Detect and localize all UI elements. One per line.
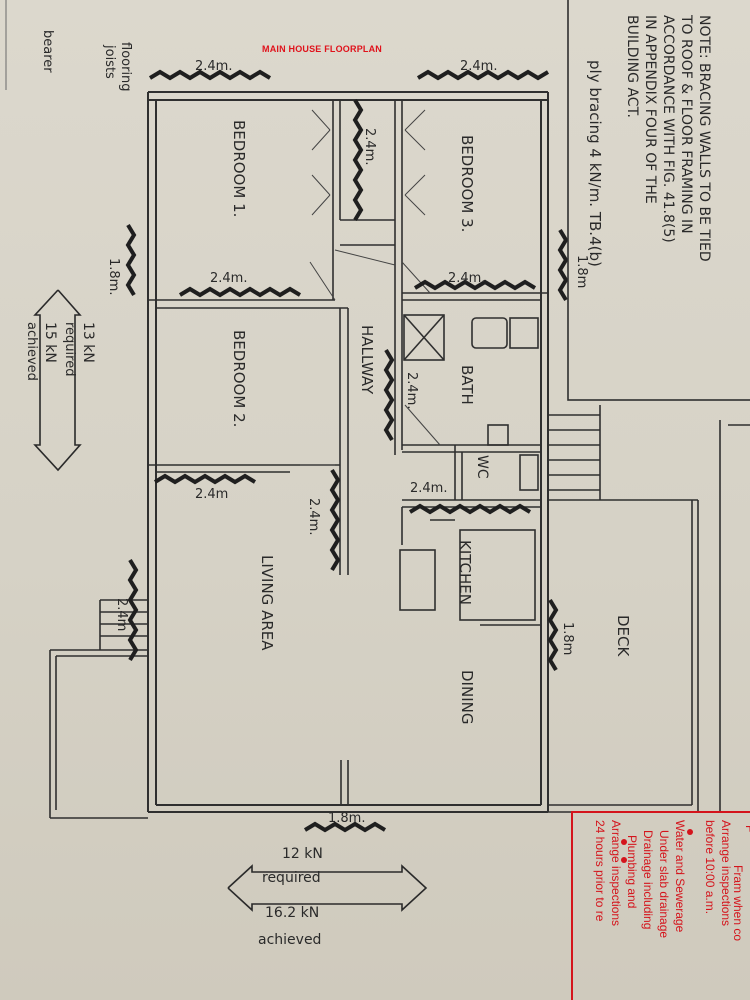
left-capacity-annotation: 13 kN required 15 kN achieved (24, 289, 96, 472)
stamp-line-1: Arrange inspections (719, 820, 733, 926)
flooring-note: flooring (118, 42, 133, 92)
bracing-label-left-wall: 1.8m. (106, 258, 121, 295)
bracing-label-bed2-bottom: 2.4m (195, 487, 228, 502)
bracing-label-stair: 2.4m (114, 598, 129, 631)
bottom-required-word: required (262, 870, 321, 886)
room-label-wc: WC (474, 455, 490, 479)
left-required-value: 13 kN (80, 322, 96, 363)
stamp-line-2: before 10:00 a.m. (703, 820, 717, 914)
bracing-label-right-wall: 1.8m (574, 255, 589, 288)
bracing-label-top-left: 2.4m. (195, 59, 232, 74)
bottom-achieved-value: 16.2 kN (265, 905, 319, 921)
interior-walls (148, 100, 548, 805)
note-line-1: NOTE: BRACING WALLS TO BE TIED (696, 15, 712, 262)
bracing-label-top-right: 2.4m. (460, 59, 497, 74)
note-line-5: BUILDING ACT. (624, 15, 640, 118)
note-line-2: TO ROOF & FLOOR FRAMING IN (678, 14, 694, 234)
bracing-label-bed1-bottom: 2.4m. (210, 271, 247, 286)
page-title: MAIN HOUSE FLOORPLAN (262, 44, 382, 54)
note-line-4: IN APPENDIX FOUR OF THE (642, 15, 658, 204)
room-label-hallway: HALLWAY (358, 325, 376, 395)
stamp-line-8: 24 hours prior to re (593, 820, 607, 922)
left-porch (49, 599, 148, 819)
room-labels: BEDROOM 1. BEDROOM 2. BEDROOM 3. HALLWAY… (230, 120, 632, 724)
room-label-bedroom3: BEDROOM 3. (458, 135, 476, 232)
bracing-label-closet: 2.4m. (362, 128, 377, 165)
ply-bracing-note: ply bracing 4 kN/m. TB.4(b) (586, 60, 604, 267)
bracing-label-bed3-bottom: 2.4m. (448, 271, 485, 286)
approval-stamp: Arrange inspections before 10:00 a.m. Wa… (571, 811, 750, 1000)
door-swings (300, 109, 441, 466)
bracing-note-box: NOTE: BRACING WALLS TO BE TIED TO ROOF &… (567, 0, 750, 401)
note-line-3: ACCORDANCE WITH FIG. 41.8(5) (660, 15, 676, 243)
stamp-line-7: Arrange inspections (609, 820, 623, 926)
stamp-top-1: F (743, 825, 750, 832)
deck-outline (548, 405, 750, 813)
stamp-line-3: Water and Sewerage (673, 820, 687, 933)
bottom-achieved-word: achieved (258, 932, 321, 948)
room-label-dining: DINING (458, 670, 476, 724)
stamp-top-2: Fram when co (731, 865, 745, 941)
bracing-label-kitchen-right: 1.8m (560, 622, 575, 655)
stamp-line-6: Plumbing and (625, 835, 639, 908)
bracing-label-bottom: 1.8m. (328, 811, 365, 826)
bracing-label-living-partition: 2.4m. (306, 498, 321, 535)
exterior-walls (147, 91, 549, 813)
stamp-line-4: Under slab drainage (657, 830, 671, 938)
bearer-note: bearer (40, 30, 55, 73)
room-label-kitchen: KITCHEN (456, 540, 474, 605)
room-label-bedroom1: BEDROOM 1. (230, 120, 248, 217)
room-label-bedroom2: BEDROOM 2. (230, 330, 248, 427)
bracing-label-hallway: 2.4m. (404, 372, 419, 409)
joists-note: joists (102, 44, 117, 79)
bottom-required-value: 12 kN (282, 846, 323, 862)
bottom-capacity-annotation: 12 kN required 16.2 kN achieved (227, 846, 428, 948)
bracing-label-wc: 2.4m. (410, 481, 447, 496)
bracing-walls (125, 69, 569, 833)
room-label-deck: DECK (614, 615, 632, 658)
left-required-word: required (62, 322, 77, 376)
room-label-bath: BATH (458, 365, 476, 405)
stamp-line-5: Drainage including (641, 830, 655, 929)
left-achieved-value: 15 kN (42, 322, 58, 363)
left-achieved-word: achieved (24, 322, 39, 381)
bracing-dimension-labels: 2.4m. 2.4m. 2.4m. 2.4m. 2.4m. 1.8m. 1.8m… (106, 59, 589, 826)
corner-notes: flooring joists bearer (5, 0, 133, 92)
room-label-living: LIVING AREA (258, 555, 276, 651)
